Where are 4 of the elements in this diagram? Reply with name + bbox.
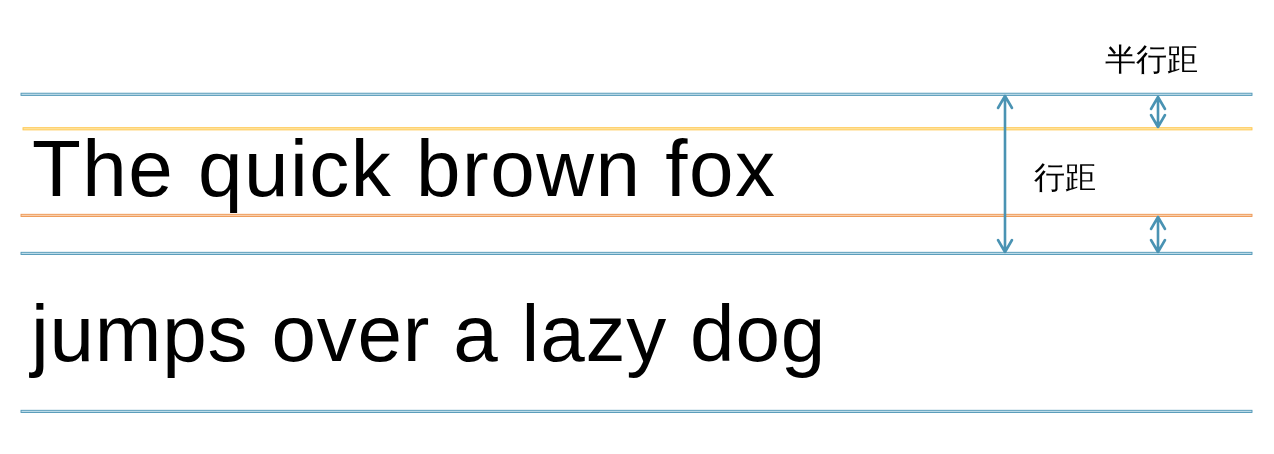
sample-text: jumps over a lazy dog — [31, 290, 826, 380]
dimension-label: 行距 — [1034, 159, 1096, 197]
dimension-label: 半行距 — [1105, 41, 1198, 79]
sample-text: The quick brown fox — [32, 132, 777, 212]
